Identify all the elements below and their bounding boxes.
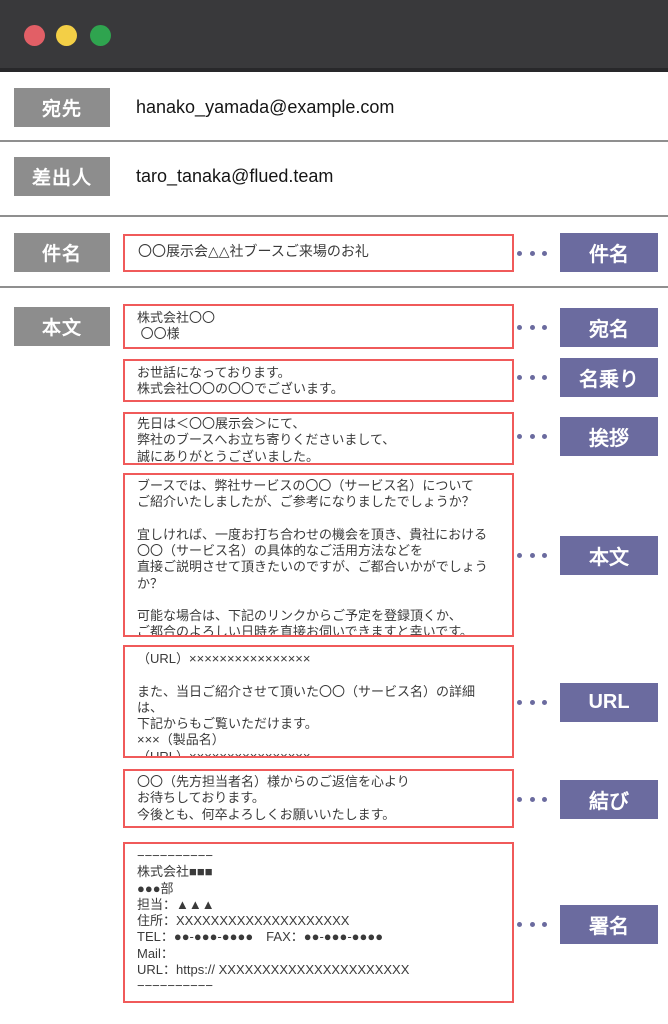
annotation-tag-signature: 署名	[560, 905, 658, 944]
subject-field-label: 件名	[14, 233, 110, 272]
addressee-annotated-box: 株式会社〇〇 〇〇様	[123, 304, 514, 349]
dots-connector-icon	[517, 250, 547, 256]
main-text-annotated-box: ブースでは、弊社サービスの〇〇（サービス名）について ご紹介いたしましたが、ご参…	[123, 473, 514, 637]
divider	[0, 215, 668, 217]
divider	[0, 140, 668, 142]
dots-connector-icon	[517, 433, 547, 439]
from-field-value: taro_tanaka@flued.team	[136, 166, 334, 186]
signature-annotated-box: −−−−−−−−−− 株式会社■■■ ●●●部 担当：▲▲▲ 住所：XXXXXX…	[123, 842, 514, 1003]
self-intro-annotated-box: お世話になっております。 株式会社〇〇の〇〇でございます。	[123, 359, 514, 402]
dots-connector-icon	[517, 796, 547, 802]
from-field-label: 差出人	[14, 157, 110, 196]
to-field-value: hanako_yamada@example.com	[136, 97, 395, 117]
annotation-tag-closing: 結び	[560, 780, 658, 819]
annotation-tag-subject: 件名	[560, 233, 658, 272]
window-titlebar	[0, 0, 668, 72]
annotation-tag-main-text: 本文	[560, 536, 658, 575]
minimize-window-icon[interactable]	[56, 25, 77, 46]
annotation-tag-greeting: 挨拶	[560, 417, 658, 456]
dots-connector-icon	[517, 374, 547, 380]
body-field-label: 本文	[14, 307, 110, 346]
annotation-tag-self-intro: 名乗り	[560, 358, 658, 397]
closing-annotated-box: 〇〇（先方担当者名）様からのご返信を心より お待ちしております。 今後とも、何卒…	[123, 769, 514, 828]
annotation-tag-addressee: 宛名	[560, 308, 658, 347]
maximize-window-icon[interactable]	[90, 25, 111, 46]
subject-annotated-box: 〇〇展示会△△社ブースご来場のお礼	[123, 234, 514, 272]
dots-connector-icon	[517, 552, 547, 558]
greeting-annotated-box: 先日は＜〇〇展示会＞にて、 弊社のブースへお立ち寄りくださいまして、 誠にありが…	[123, 412, 514, 465]
divider	[0, 286, 668, 288]
close-window-icon[interactable]	[24, 25, 45, 46]
dots-connector-icon	[517, 699, 547, 705]
dots-connector-icon	[517, 324, 547, 330]
url-annotated-box: （URL）×××××××××××××××× また、当日ご紹介させて頂いた〇〇（サ…	[123, 645, 514, 758]
to-field-label: 宛先	[14, 88, 110, 127]
dots-connector-icon	[517, 921, 547, 927]
annotation-tag-url: URL	[560, 683, 658, 722]
